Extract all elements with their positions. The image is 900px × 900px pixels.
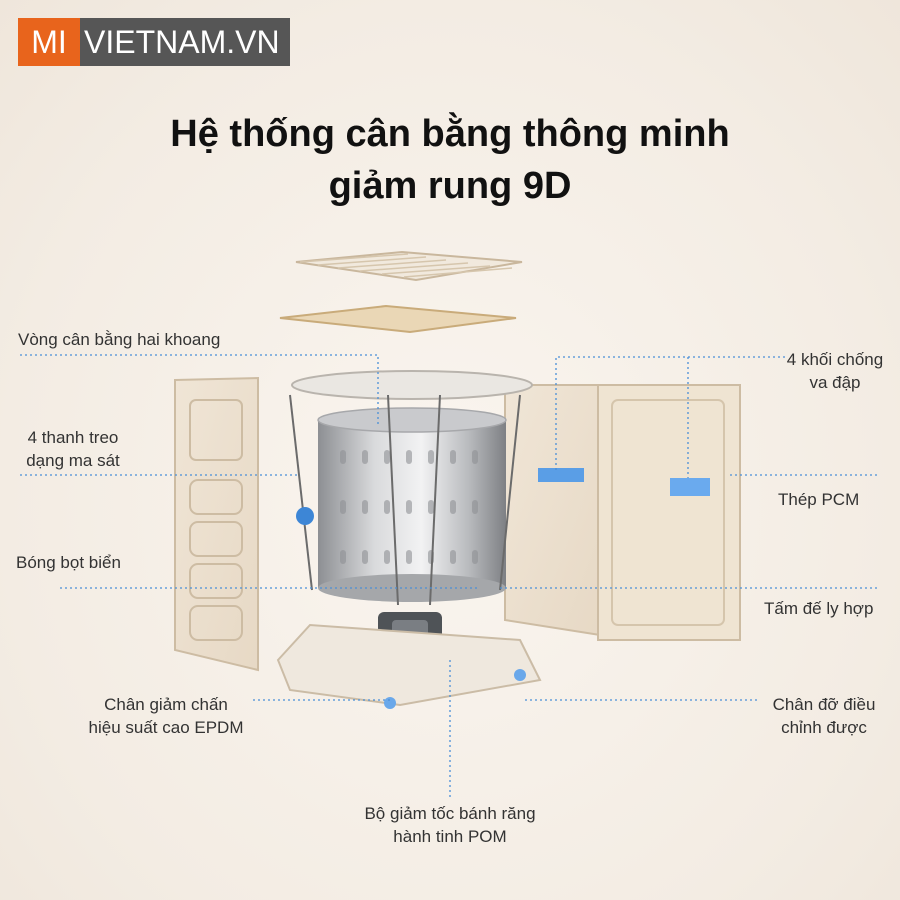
label-feet-line2: hiệu suất cao EPDM <box>88 718 244 737</box>
label-adjustable-feet: Chân đỡ điều chỉnh được <box>756 693 892 739</box>
label-rods-line1: 4 thanh treo <box>27 428 119 447</box>
label-gear-line1: Bộ giảm tốc bánh răng <box>364 804 536 823</box>
label-pcm-steel: Thép PCM <box>778 490 860 509</box>
suspension-rods <box>289 394 521 606</box>
label-epdm-feet: Chân giảm chấn hiệu suất cao EPDM <box>76 693 256 739</box>
title-line-2: giảm rung 9D <box>328 165 572 207</box>
label-feet-line1: Chân giảm chấn <box>104 695 228 714</box>
label-gear-line2: hành tinh POM <box>393 827 507 846</box>
brand-logo[interactable]: MI VIETNAM.VN <box>18 18 290 66</box>
label-sponge-ball: Bóng bọt biển <box>16 553 121 572</box>
base-frame <box>276 623 542 709</box>
label-suspension-rods: 4 thanh treo dạng ma sát <box>8 426 138 472</box>
label-rods-line2: dạng ma sát <box>26 451 120 470</box>
title-line-1: Hệ thống cân bằng thông minh <box>170 113 730 155</box>
logo-mi: MI <box>18 18 80 66</box>
label-adj-feet-line2: chỉnh được <box>781 718 867 737</box>
right-side-panel-back <box>597 384 741 641</box>
page-title: Hệ thống cân bằng thông minh giảm rung 9… <box>0 108 900 212</box>
label-gear-reducer: Bộ giảm tốc bánh răng hành tinh POM <box>340 802 560 848</box>
label-clutch-plate: Tấm đế ly hợp <box>764 599 874 618</box>
right-side-panel-front <box>504 384 601 637</box>
sponge-ball <box>296 507 314 525</box>
left-side-panel <box>174 376 259 672</box>
label-anti-shock-blocks: 4 khối chống va đập <box>770 348 900 394</box>
top-cover <box>295 250 523 282</box>
inner-drum <box>291 370 533 602</box>
leader-lines <box>20 354 880 800</box>
label-adj-feet-line1: Chân đỡ điều <box>772 695 876 714</box>
top-plate <box>279 304 517 334</box>
label-blocks-line1: 4 khối chống <box>786 350 884 369</box>
label-blocks-line2: va đập <box>809 373 861 392</box>
label-balance-ring: Vòng cân bằng hai khoang <box>18 330 221 349</box>
logo-vietnam: VIETNAM.VN <box>80 18 290 66</box>
